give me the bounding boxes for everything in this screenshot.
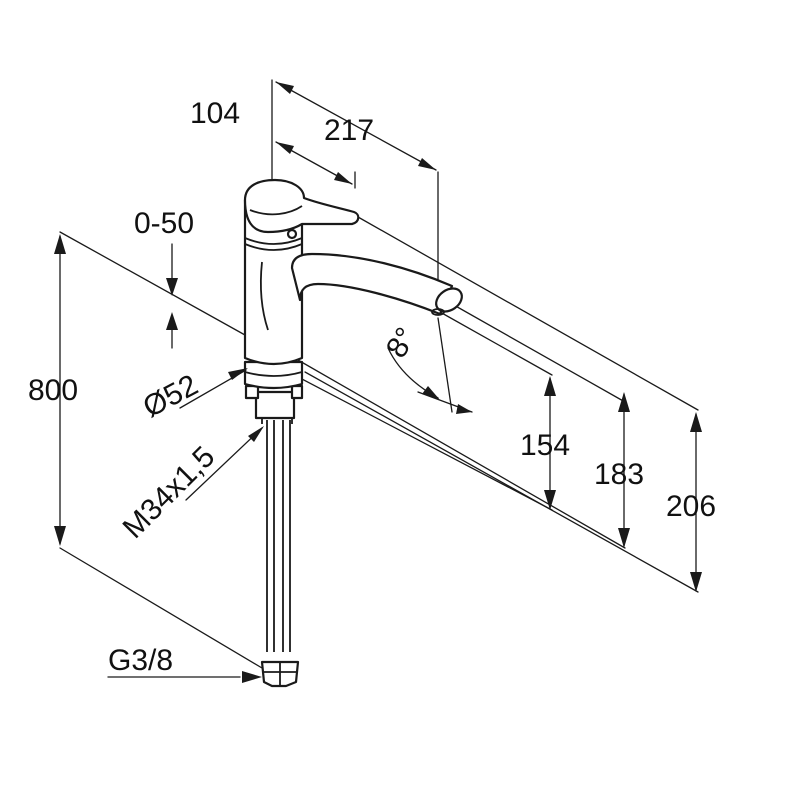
label-183: 183: [594, 458, 644, 491]
faucet: [243, 178, 463, 688]
spout: [290, 252, 454, 316]
faucet-body: [243, 198, 304, 366]
label-angle-8: 8°: [380, 322, 423, 364]
hose: [266, 420, 291, 652]
fixing-stud: [254, 390, 296, 420]
label-0-50: 0-50: [134, 207, 194, 240]
label-206: 206: [666, 490, 716, 523]
base-ring: [243, 360, 304, 390]
label-thread-m34: M34x1,5: [117, 440, 222, 545]
spout-outlet: [435, 287, 463, 313]
label-217: 217: [324, 114, 374, 147]
label-800: 800: [28, 374, 78, 407]
label-104: 104: [190, 97, 240, 130]
label-diameter-52: Ø52: [138, 368, 204, 424]
dimension-lines: [54, 81, 702, 683]
label-g3-8: G3/8: [108, 644, 173, 677]
label-154: 154: [520, 429, 570, 462]
extension-lines: [59, 79, 699, 678]
